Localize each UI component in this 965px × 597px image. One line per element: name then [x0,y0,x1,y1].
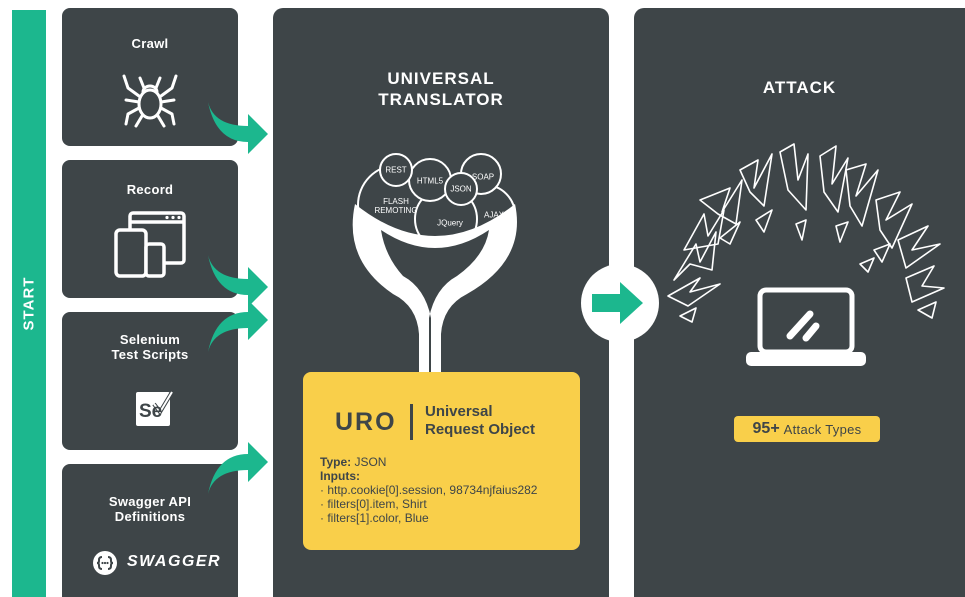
source-swagger-title-line2: Definitions [114,509,186,524]
attack-types-badge: 95+ Attack Types [734,416,880,442]
right-arrow-icon [592,282,643,324]
selenium-icon [136,390,174,426]
arrow-selenium-icon [208,300,268,352]
arrow-record-icon [208,255,268,307]
uro-type-value: JSON [354,455,387,469]
attack-title: ATTACK [762,78,837,97]
arrow-swagger-icon [208,442,268,494]
attack-panel: ATTACK [634,8,965,597]
source-selenium-title-line1: Selenium [119,332,181,347]
bubble-label-ajax: AJAX [483,210,505,220]
source-selenium: Selenium Test Scripts Se [62,312,238,450]
arrow-crawl-icon [208,102,268,154]
bubble-label-jquery: JQuery [437,218,463,228]
laptop-icon [746,287,866,366]
source-selenium-title: Selenium Test Scripts [62,332,238,362]
uro-input-item: · http.cookie[0].session, 98734njfaius28… [320,483,538,497]
source-crawl-title: Crawl [131,36,169,51]
source-record: Record [62,160,238,298]
uro-divider [410,404,413,440]
source-crawl: Crawl [62,8,238,146]
uro-name-line1: Universal [425,403,493,420]
uro-type-label: Type: [320,455,352,469]
uro-input-item: · filters[1].color, Blue [320,511,429,525]
uro-acronym: URO [335,408,397,436]
bubble-label-soap: SOAP [471,172,495,182]
source-selenium-title-line2: Test Scripts [111,347,189,362]
selenium-icon-text: Se [139,401,163,422]
bubble-label-rest: REST [385,165,407,175]
uro-type-row: Type: JSON [320,455,537,469]
source-swagger-title-line1: Swagger API [108,494,192,509]
source-arrows [208,102,268,494]
attack-graphic [667,143,945,366]
spider-icon [122,74,178,128]
uro-box: URO Universal Request Object Type: JSON … [303,372,580,550]
start-label: START [20,276,38,331]
attack-types-count: 95+ [752,420,780,437]
devices-icon [114,211,186,278]
uro-inputs-label: Inputs: [320,469,537,483]
bubble-json [444,172,478,206]
translator-title: UNIVERSAL TRANSLATOR [273,68,609,110]
bubble-label-flash-remoting: FLASH REMOTING [374,197,418,215]
source-swagger: Swagger API Definitions [62,464,238,597]
swagger-logo-icon [93,551,117,575]
attack-types-label: Attack Types [783,421,862,437]
translator-title-line1: UNIVERSAL [387,69,495,88]
bubble-label-html5: HTML5 [416,176,444,186]
funnel-graphic [352,153,517,386]
bubble-rest [379,153,413,187]
translator-title-line2: TRANSLATOR [378,90,504,109]
start-bar [12,10,46,597]
uro-name-line2: Request Object [425,421,536,438]
swagger-logo-text: SWAGGER [127,553,222,570]
source-record-title: Record [126,182,174,197]
uro-input-item: · filters[0].item, Shirt [320,497,427,511]
uro-details: Type: JSON Inputs: · http.cookie[0].sess… [320,455,537,525]
uro-name: Universal Request Object [425,403,535,439]
start-label-wrap: START [12,10,46,597]
shards-burst-icon [667,143,945,323]
uro-inputs-label-text: Inputs: [320,469,360,483]
bubble-label-json: JSON [450,184,472,194]
source-swagger-title: Swagger API Definitions [62,494,238,524]
translator-to-attack-arrow [581,264,659,342]
